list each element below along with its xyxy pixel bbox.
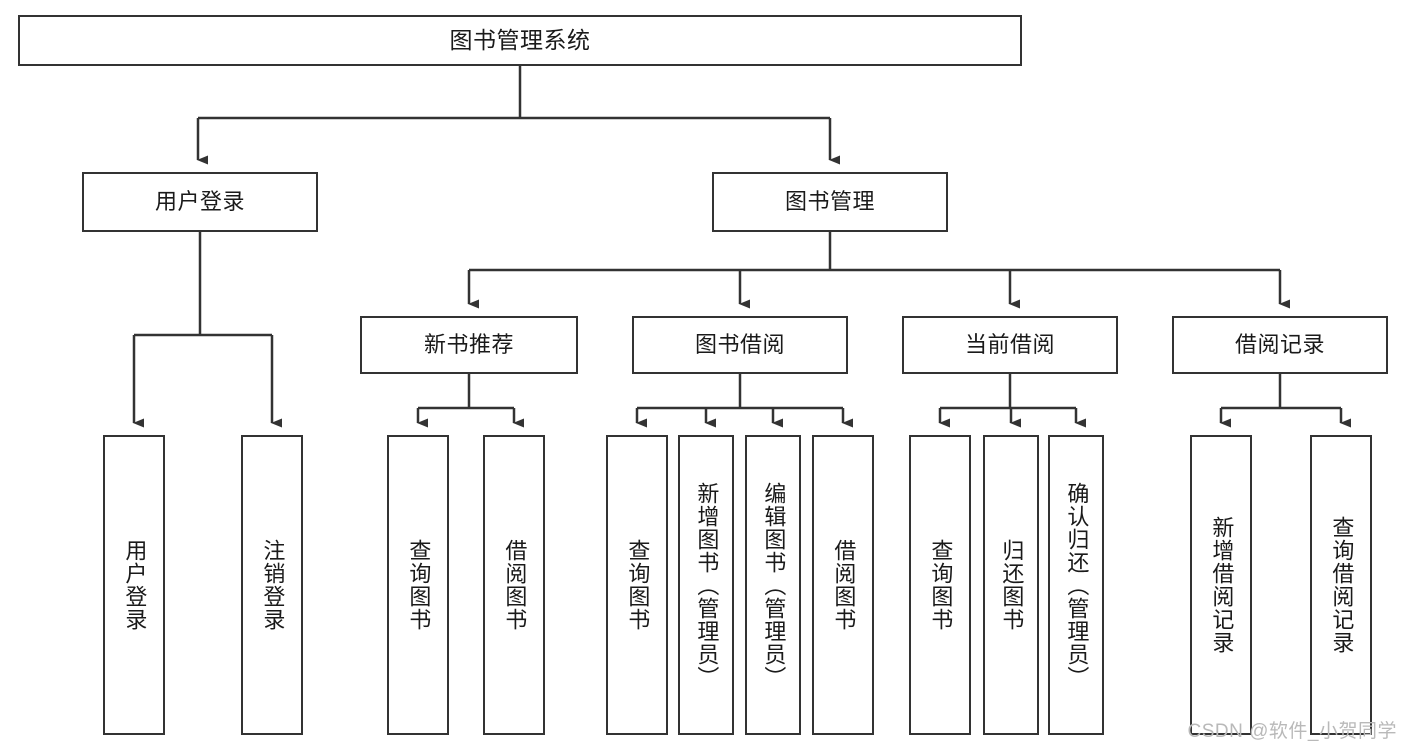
node-leaf-query-record[interactable]: 查询借阅记录	[1310, 435, 1372, 735]
node-borrow-record-label: 借阅记录	[1234, 332, 1325, 358]
node-leaf-user-login-label: 用户登录	[122, 539, 148, 631]
node-book-manage[interactable]: 图书管理	[712, 172, 948, 232]
node-leaf-return-book[interactable]: 归还图书	[983, 435, 1039, 735]
node-leaf-edit-book[interactable]: 编辑图书（管理员）	[745, 435, 801, 735]
node-leaf-user-logout[interactable]: 注销登录	[241, 435, 303, 735]
node-leaf-borrow-book-2-label: 借阅图书	[831, 539, 857, 631]
node-leaf-query-book-1-label: 查询图书	[406, 539, 432, 631]
node-leaf-borrow-book-1-label: 借阅图书	[502, 539, 528, 631]
node-leaf-user-login[interactable]: 用户登录	[103, 435, 165, 735]
node-leaf-add-book[interactable]: 新增图书（管理员）	[678, 435, 734, 735]
node-leaf-query-record-label: 查询借阅记录	[1329, 516, 1355, 654]
node-leaf-query-book-2[interactable]: 查询图书	[606, 435, 668, 735]
node-leaf-add-record-label: 新增借阅记录	[1209, 516, 1235, 654]
watermark-text: CSDN @软件_小贺同学	[1187, 721, 1397, 742]
node-book-borrow-label: 图书借阅	[694, 332, 785, 358]
node-borrow-record[interactable]: 借阅记录	[1172, 316, 1388, 374]
node-leaf-borrow-book-1[interactable]: 借阅图书	[483, 435, 545, 735]
node-new-book-recommend-label: 新书推荐	[423, 332, 514, 358]
node-leaf-return-book-label: 归还图书	[999, 539, 1025, 631]
node-book-manage-label: 图书管理	[784, 189, 875, 215]
node-leaf-query-book-1[interactable]: 查询图书	[387, 435, 449, 735]
node-leaf-query-book-3[interactable]: 查询图书	[909, 435, 971, 735]
node-root-label: 图书管理系统	[449, 27, 591, 54]
node-user-login[interactable]: 用户登录	[82, 172, 318, 232]
node-leaf-query-book-2-label: 查询图书	[625, 539, 651, 631]
node-current-borrow-label: 当前借阅	[964, 332, 1055, 358]
node-root[interactable]: 图书管理系统	[18, 15, 1022, 66]
node-current-borrow[interactable]: 当前借阅	[902, 316, 1118, 374]
node-leaf-edit-book-label: 编辑图书（管理员）	[761, 481, 787, 689]
node-leaf-borrow-book-2[interactable]: 借阅图书	[812, 435, 874, 735]
node-leaf-confirm-return[interactable]: 确认归还（管理员）	[1048, 435, 1104, 735]
node-leaf-query-book-3-label: 查询图书	[928, 539, 954, 631]
node-user-login-label: 用户登录	[154, 189, 245, 215]
node-leaf-confirm-return-label: 确认归还（管理员）	[1064, 481, 1090, 689]
node-leaf-add-book-label: 新增图书（管理员）	[694, 481, 720, 689]
node-book-borrow[interactable]: 图书借阅	[632, 316, 848, 374]
node-leaf-user-logout-label: 注销登录	[260, 539, 286, 631]
node-leaf-add-record[interactable]: 新增借阅记录	[1190, 435, 1252, 735]
node-new-book-recommend[interactable]: 新书推荐	[360, 316, 578, 374]
